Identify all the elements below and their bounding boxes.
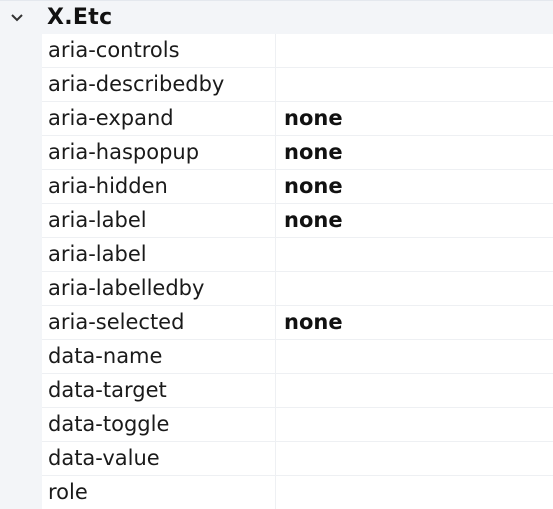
property-name: role [42, 476, 276, 509]
property-value[interactable]: none [284, 106, 343, 130]
category-header-etc[interactable]: X.Etc [0, 0, 553, 34]
property-value[interactable] [276, 238, 553, 271]
property-row-data-target[interactable]: data-target [42, 374, 553, 408]
property-row-aria-haspopup[interactable]: aria-haspopup none [42, 136, 553, 170]
property-row-aria-controls[interactable]: aria-controls [42, 34, 553, 68]
property-row-data-value[interactable]: data-value [42, 442, 553, 476]
property-name: aria-expand [42, 102, 276, 135]
property-value[interactable] [276, 374, 553, 407]
property-name: aria-selected [42, 306, 276, 339]
property-row-aria-label-2[interactable]: aria-label [42, 238, 553, 272]
property-row-role[interactable]: role [42, 476, 553, 509]
property-name: data-toggle [42, 408, 276, 441]
property-row-aria-expand[interactable]: aria-expand none [42, 102, 553, 136]
property-value[interactable]: none [284, 174, 343, 198]
property-value[interactable]: none [284, 208, 343, 232]
property-value[interactable] [276, 68, 553, 101]
property-name: data-value [42, 442, 276, 475]
property-value[interactable] [276, 272, 553, 305]
property-value[interactable] [276, 34, 553, 67]
property-name: aria-label [42, 238, 276, 271]
property-grid: aria-controls aria-describedby aria-expa… [42, 34, 553, 509]
category-title: X.Etc [47, 5, 113, 30]
property-name: aria-controls [42, 34, 276, 67]
property-name: aria-hidden [42, 170, 276, 203]
property-name: data-name [42, 340, 276, 373]
property-name: aria-describedby [42, 68, 276, 101]
property-row-aria-labelledby[interactable]: aria-labelledby [42, 272, 553, 306]
property-grid-gutter [0, 0, 42, 509]
property-row-data-name[interactable]: data-name [42, 340, 553, 374]
property-row-data-toggle[interactable]: data-toggle [42, 408, 553, 442]
property-value[interactable] [276, 408, 553, 441]
property-name: aria-haspopup [42, 136, 276, 169]
property-name: aria-label [42, 204, 276, 237]
chevron-down-icon[interactable] [8, 9, 26, 27]
property-row-aria-hidden[interactable]: aria-hidden none [42, 170, 553, 204]
property-value[interactable]: none [284, 140, 343, 164]
property-row-aria-label[interactable]: aria-label none [42, 204, 553, 238]
property-value[interactable]: none [284, 310, 343, 334]
property-value[interactable] [276, 476, 553, 509]
property-row-aria-describedby[interactable]: aria-describedby [42, 68, 553, 102]
property-row-aria-selected[interactable]: aria-selected none [42, 306, 553, 340]
property-name: aria-labelledby [42, 272, 276, 305]
property-value[interactable] [276, 442, 553, 475]
property-value[interactable] [276, 340, 553, 373]
property-name: data-target [42, 374, 276, 407]
